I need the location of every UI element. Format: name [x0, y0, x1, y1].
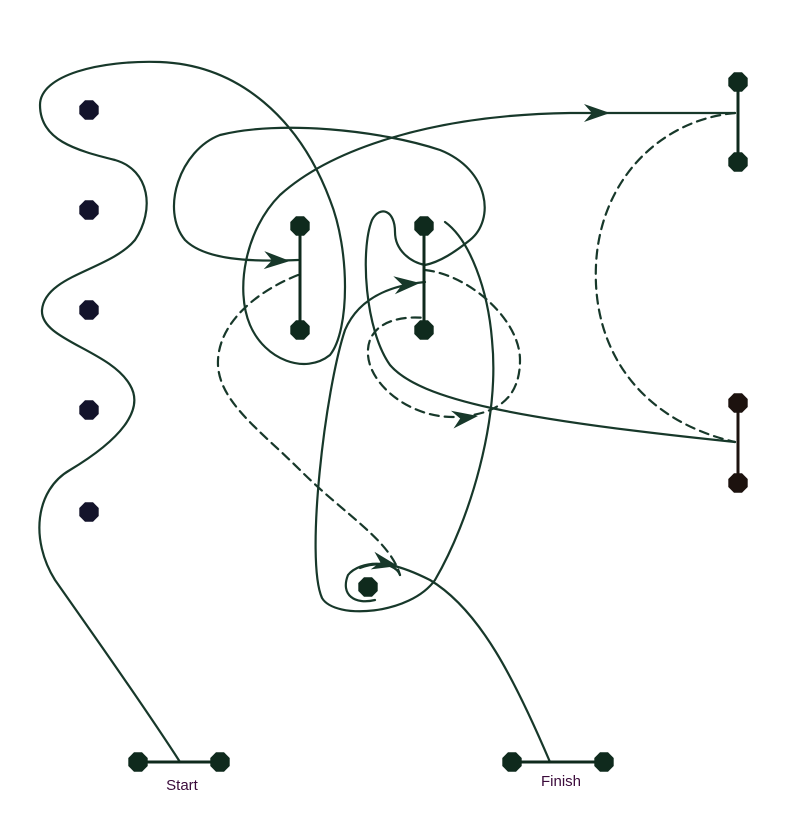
finish-left-marker	[502, 752, 522, 772]
course-markers	[128, 72, 748, 772]
jump-bottom-right-upper-marker	[728, 393, 748, 413]
jump-bottom-right-lower-marker	[728, 473, 748, 493]
jump-left-bottom-marker	[290, 320, 310, 340]
finish-right-marker	[594, 752, 614, 772]
centre-marker	[358, 577, 378, 597]
alt-route-centre-loop	[366, 268, 522, 419]
arrow-dashed-loop	[451, 407, 480, 429]
weave-pole-5	[79, 502, 99, 522]
jump-top-right-lower-marker	[728, 152, 748, 172]
start-left-marker	[128, 752, 148, 772]
direction-arrows	[263, 104, 610, 575]
alternate-route	[216, 111, 737, 577]
route-to-centre-marker	[314, 220, 495, 613]
jump-centre-bottom-marker	[414, 320, 434, 340]
weave-pole-2	[79, 200, 99, 220]
start-right-marker	[210, 752, 230, 772]
route-right-jump-loop	[364, 210, 737, 444]
jump-centre-top-marker	[414, 216, 434, 236]
route-start-to-weave	[38, 60, 737, 764]
alt-route-right-arc	[594, 111, 737, 444]
weave-pole-3	[79, 300, 99, 320]
route-loop-to-jump-left	[172, 126, 486, 267]
finish-label: Finish	[541, 773, 581, 790]
route-centre-to-finish	[358, 563, 552, 764]
weave-pole-4	[79, 400, 99, 420]
weave-pole-1	[79, 100, 99, 120]
main-route	[38, 60, 737, 764]
jump-left-top-marker	[290, 216, 310, 236]
start-label: Start	[166, 777, 199, 794]
weave-poles	[79, 100, 99, 522]
arrow-centre-jump	[393, 274, 421, 295]
alt-route-left	[216, 273, 402, 577]
jump-top-right-upper-marker	[728, 72, 748, 92]
